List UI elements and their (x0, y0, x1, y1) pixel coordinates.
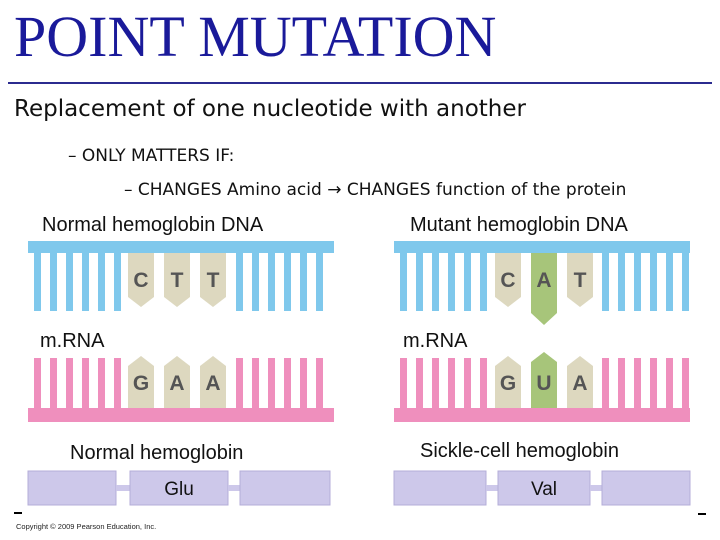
bullet-subsub: – CHANGES Amino acid → CHANGES function … (124, 180, 626, 200)
title-divider (8, 82, 712, 84)
mutant-mrna-base-letter-2: U (536, 372, 551, 395)
mutant-dna-base-3 (567, 253, 593, 307)
normal-dna-base-2 (164, 253, 190, 307)
bullet-sub: – ONLY MATTERS IF: (68, 146, 235, 166)
mutant-dna-base-1 (495, 253, 521, 307)
normal-protein-link-right (228, 485, 240, 491)
normal-mrna-backbone (28, 408, 334, 422)
normal-protein-segment-left (27, 470, 117, 506)
mutant-protein-link-left (486, 485, 498, 491)
normal-mrna-strand: G A A (28, 356, 334, 422)
normal-mrna-base-letter-3: A (205, 372, 220, 395)
normal-mrna-base-2 (164, 356, 190, 408)
mutant-protein-segment-right (601, 470, 691, 506)
normal-dna-strand: C T T (28, 241, 334, 311)
normal-amino-acid: Glu (164, 479, 194, 500)
mutant-mrna-strand: G U A (394, 352, 690, 422)
mutant-mrna-base-3 (567, 356, 593, 408)
slide-title: POINT MUTATION (14, 4, 497, 69)
normal-protein-segment-right (239, 470, 331, 506)
footer-dash-left (14, 512, 22, 514)
mutant-protein-val-segment (497, 470, 591, 506)
mutant-protein-label: Sickle-cell hemoglobin (420, 440, 619, 462)
mutant-dna-backbone (394, 241, 690, 253)
normal-dna-base-letter-1: C (133, 269, 148, 292)
normal-dna-base-letter-2: T (171, 269, 184, 292)
normal-mrna-base-1 (128, 356, 154, 408)
mutant-dna-base-letter-1: C (500, 269, 515, 292)
normal-dna-base-1 (128, 253, 154, 307)
normal-protein-label: Normal hemoglobin (70, 442, 244, 464)
normal-protein-link-left (116, 485, 130, 491)
mutant-protein-segment-left (393, 470, 487, 506)
mutant-mrna-base-letter-1: G (500, 372, 516, 395)
bullet-subsub-a: – CHANGES Amino acid (124, 180, 322, 200)
normal-protein-chain: Glu (27, 470, 331, 506)
copyright-notice: Copyright © 2009 Pearson Education, Inc. (16, 522, 157, 531)
mutant-amino-acid: Val (531, 479, 557, 500)
mutant-mrna-base-letter-3: A (572, 372, 587, 395)
normal-mrna-base-3 (200, 356, 226, 408)
mutant-dna-base-letter-3: T (574, 269, 587, 292)
normal-dna-label: Normal hemoglobin DNA (42, 214, 264, 236)
mutant-dna-base-letter-2: A (536, 269, 551, 292)
normal-dna-base-3 (200, 253, 226, 307)
mutant-mrna-label: m.RNA (403, 330, 468, 352)
mutant-mrna-backbone (394, 408, 690, 422)
footer-dash-right (698, 513, 706, 515)
normal-protein-glu-segment (129, 470, 229, 506)
mutant-mrna-base-2-mutated (531, 352, 557, 408)
normal-mrna-base-letter-2: A (169, 372, 184, 395)
mutant-protein-link-right (590, 485, 602, 491)
normal-mrna-base-letter-1: G (133, 372, 149, 395)
mutant-mrna-base-1 (495, 356, 521, 408)
mutant-dna-strand: C A T (394, 241, 690, 325)
mutant-dna-base-2-mutated (531, 253, 557, 325)
normal-dna-backbone (28, 241, 334, 253)
bullet-main: Replacement of one nucleotide with anoth… (14, 96, 526, 122)
normal-mrna-label: m.RNA (40, 330, 105, 352)
right-arrow-icon: → (327, 180, 342, 200)
mutant-dna-label: Mutant hemoglobin DNA (410, 214, 628, 236)
normal-dna-base-letter-3: T (207, 269, 220, 292)
mutant-protein-chain: Val (393, 470, 691, 506)
bullet-subsub-b: CHANGES function of the protein (346, 180, 627, 200)
